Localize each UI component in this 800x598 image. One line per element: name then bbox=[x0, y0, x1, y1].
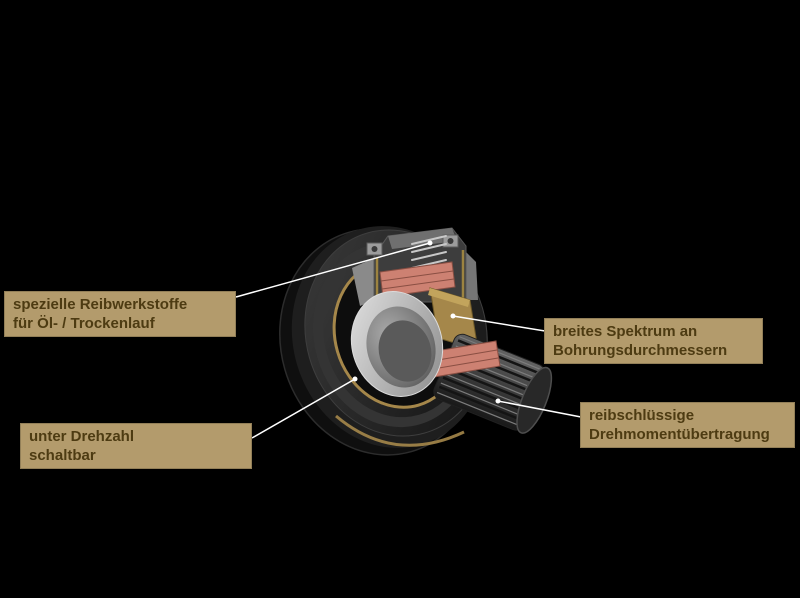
leader-line-speed bbox=[251, 378, 356, 439]
callout-bore-diameters: breites Spektrum an Bohrungsdurchmessern bbox=[544, 318, 763, 364]
leader-line-torque bbox=[497, 400, 582, 418]
callout-friction-materials-line1: spezielle Reibwerkstoffe bbox=[13, 296, 188, 313]
friction-pack-top bbox=[379, 261, 456, 298]
callout-torque-transmission-line2: Drehmomentübertragung bbox=[589, 426, 770, 443]
callout-bore-diameters-line1: breites Spektrum an bbox=[553, 323, 698, 340]
leader-line-bore bbox=[452, 315, 546, 332]
callout-friction-materials: spezielle Reibwerkstoffe für Öl- / Trock… bbox=[4, 291, 236, 337]
callout-bore-diameters-line2: Bohrungsdurchmessern bbox=[553, 342, 728, 359]
callout-torque-transmission-line1: reibschlüssige bbox=[589, 407, 695, 424]
callout-speed-switchable: unter Drehzahl schaltbar bbox=[20, 423, 252, 469]
leader-dot-speed bbox=[352, 376, 358, 382]
cut-face-right bbox=[466, 252, 478, 300]
cut-face-left bbox=[352, 258, 374, 306]
leader-line-friction bbox=[235, 242, 431, 298]
leader-dot-friction bbox=[427, 240, 433, 246]
leader-dot-bore bbox=[450, 313, 456, 319]
callout-speed-switchable-line1: unter Drehzahl bbox=[29, 428, 135, 445]
callout-speed-switchable-line2: schaltbar bbox=[29, 447, 96, 464]
callout-torque-transmission: reibschlüssige Drehmomentübertragung bbox=[580, 402, 795, 448]
callout-friction-materials-line2: für Öl- / Trockenlauf bbox=[13, 315, 155, 332]
brass-rim-arc bbox=[335, 414, 465, 447]
shaft-bore bbox=[350, 291, 444, 397]
leader-dot-torque bbox=[495, 398, 501, 404]
leader-lines bbox=[235, 240, 582, 439]
hub-end-cap bbox=[516, 366, 553, 434]
